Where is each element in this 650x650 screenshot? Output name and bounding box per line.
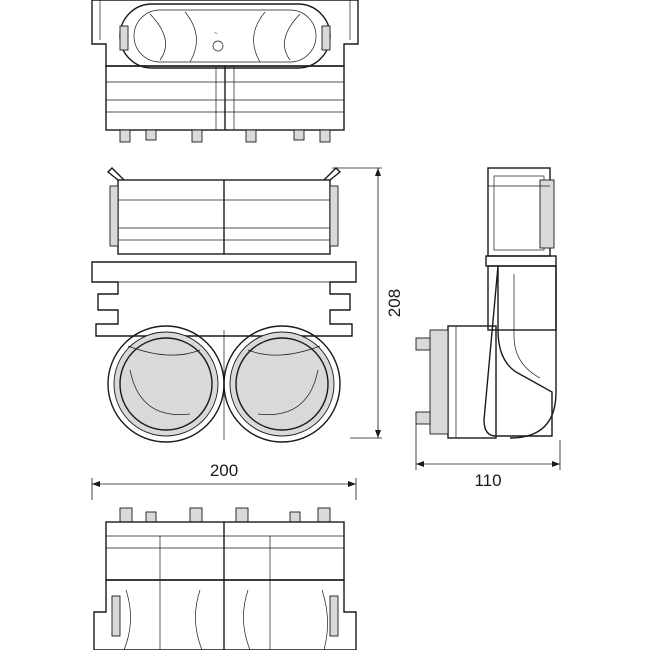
top-view: ~ [91,0,359,143]
dimension-width: 200 [91,461,357,500]
dimension-depth: 110 [415,424,561,490]
pipe-ring-left [107,325,225,443]
height-label: 208 [385,289,404,317]
side-view [415,167,557,439]
depth-label: 110 [474,471,501,490]
svg-text:~: ~ [214,31,218,37]
width-label: 200 [210,461,238,480]
bottom-view [93,507,357,650]
front-view [91,167,357,443]
dimension-height: 208 [332,167,404,439]
pipe-ring-right [223,325,341,443]
